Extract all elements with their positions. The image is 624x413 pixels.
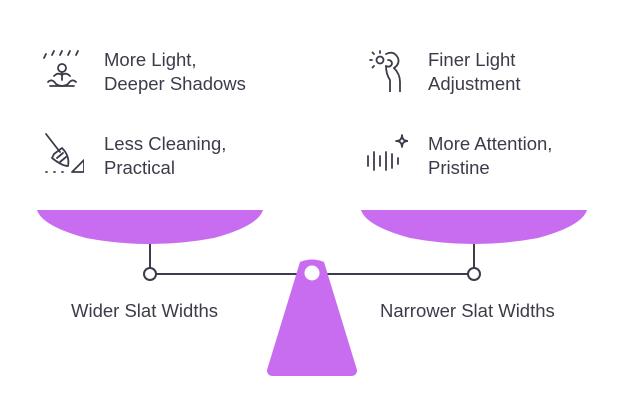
- feature-line-1: Finer Light: [428, 49, 516, 70]
- left-beam-joint: [143, 267, 157, 281]
- feature-finer-light: Finer Light Adjustment: [428, 48, 521, 96]
- broom-icon: [45, 133, 84, 173]
- feature-more-attention: More Attention, Pristine: [428, 132, 552, 180]
- fulcrum-pivot: [304, 265, 320, 281]
- feature-less-cleaning: Less Cleaning, Practical: [104, 132, 226, 180]
- right-side-label: Narrower Slat Widths: [380, 300, 555, 321]
- right-pan: [361, 210, 587, 244]
- feature-line-2: Pristine: [428, 157, 490, 178]
- left-side-label: Wider Slat Widths: [71, 300, 219, 321]
- feature-line-2: Practical: [104, 157, 175, 178]
- sparkle-lines-icon: [367, 134, 408, 171]
- right-beam-joint: [467, 267, 481, 281]
- fulcrum-base: [267, 259, 357, 376]
- feature-line-1: More Light,: [104, 49, 197, 70]
- feature-line-2: Deeper Shadows: [104, 73, 246, 94]
- feature-line-2: Adjustment: [428, 73, 521, 94]
- feature-more-light: More Light, Deeper Shadows: [104, 48, 246, 96]
- feature-line-1: More Attention,: [428, 133, 553, 154]
- sun-meditation-icon: [43, 50, 79, 87]
- hand-adjust-icon: [369, 50, 401, 92]
- left-pan: [37, 210, 263, 244]
- feature-line-1: Less Cleaning,: [104, 133, 227, 154]
